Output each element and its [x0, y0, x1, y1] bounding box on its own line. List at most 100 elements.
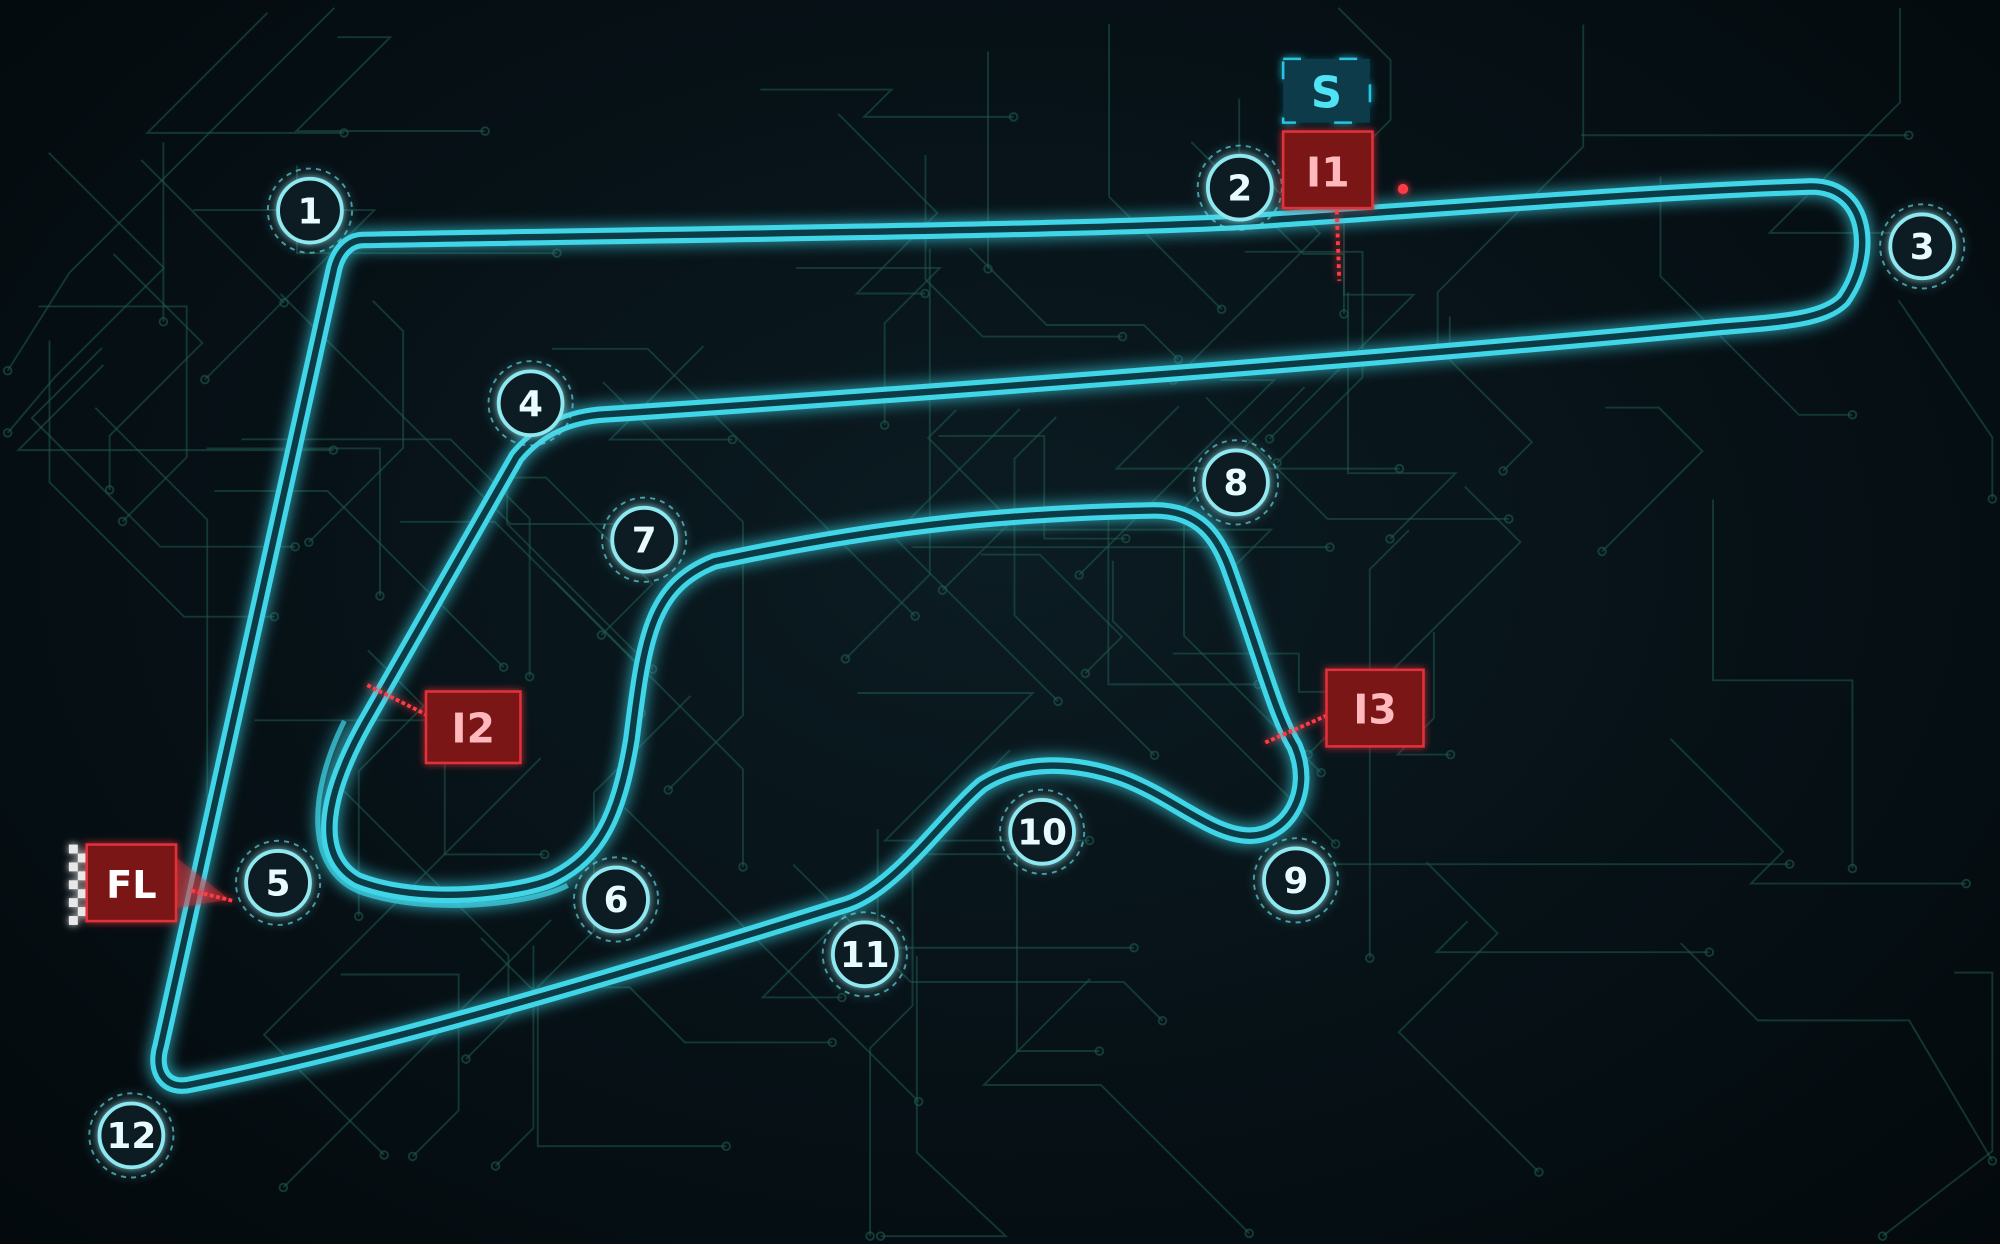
corner-marker-10[interactable]: 10: [999, 788, 1086, 875]
sector-marker-i2[interactable]: I2: [366, 683, 522, 765]
corner-number: 1: [298, 191, 323, 232]
circuit-node: [304, 537, 314, 548]
circuit-node: [104, 485, 115, 495]
corner-number: 4: [518, 384, 543, 425]
circuit-node: [1987, 1156, 1998, 1166]
sector-marker-i1[interactable]: I1: [1281, 130, 1409, 281]
circuit-node: [375, 591, 385, 601]
circuit-node: [328, 445, 339, 455]
circuit-node: [407, 1151, 418, 1162]
circuit-trace: [857, 692, 1090, 842]
circuit-node: [1173, 354, 1184, 365]
circuit-trace: [1111, 560, 1337, 845]
corner-number: 12: [107, 1116, 157, 1157]
corner-marker-4[interactable]: 4: [487, 360, 574, 447]
circuit-node: [727, 434, 738, 445]
circuit-trace: [94, 407, 209, 845]
circuit-trace: [1114, 405, 1400, 470]
circuit-node: [2, 428, 13, 438]
circuit-node: [480, 126, 490, 136]
circuit-node: [1903, 130, 1914, 141]
circuit-node: [461, 1054, 471, 1064]
circuit-node: [1117, 331, 1128, 342]
circuit-node: [596, 630, 607, 640]
circuit-trace: [1881, 971, 1994, 1237]
circuit-node: [913, 1096, 924, 1107]
corner-number: 11: [840, 935, 890, 976]
circuit-trace: [1244, 250, 1364, 464]
circuit-node: [920, 288, 930, 299]
corner-marker-8[interactable]: 8: [1192, 439, 1280, 526]
circuit-node: [200, 374, 210, 385]
circuit-trace: [262, 757, 542, 1156]
circuit-trace: [880, 956, 1009, 1238]
circuit-node: [1244, 1228, 1255, 1239]
circuit-trace: [552, 578, 744, 867]
circuit-node: [279, 298, 289, 308]
circuit-trace: [1347, 292, 1458, 540]
corner-marker-11[interactable]: 11: [821, 911, 908, 998]
circuit-trace: [308, 300, 405, 543]
circuit-node: [1504, 514, 1514, 524]
circuit-trace: [140, 159, 285, 304]
circuit-node: [1987, 494, 1998, 504]
circuit-trace: [6, 152, 166, 434]
circuit-node: [1877, 1231, 1888, 1241]
circuit-node: [1008, 112, 1019, 122]
circuit-node: [1534, 1167, 1544, 1177]
circuit-trace: [891, 408, 1059, 702]
sector-marker-i3[interactable]: I3: [1264, 668, 1425, 748]
corner-marker-3[interactable]: 3: [1879, 203, 1966, 290]
start-marker[interactable]: S: [1281, 57, 1372, 124]
corner-marker-2[interactable]: 2: [1196, 144, 1283, 231]
corner-number: 3: [1910, 227, 1935, 268]
circuit-trace: [942, 528, 1274, 574]
corner-marker-1[interactable]: 1: [266, 167, 353, 254]
circuit-node: [1074, 570, 1084, 580]
corner-marker-12[interactable]: 12: [88, 1092, 175, 1179]
circuit-trace: [494, 945, 535, 1167]
track-runoff-line: [315, 719, 569, 908]
circuit-node: [2, 365, 13, 376]
circuit-trace: [282, 919, 552, 1189]
corner-marker-7[interactable]: 7: [601, 496, 688, 583]
circuit-node: [290, 541, 300, 552]
circuit-trace: [899, 853, 1100, 1053]
circuit-node: [524, 671, 535, 682]
circuit-trace: [1205, 396, 1509, 520]
circuit-node: [1084, 835, 1095, 846]
corner-marker-6[interactable]: 6: [573, 856, 660, 943]
circuit-node: [865, 1231, 875, 1241]
i2-label: I2: [451, 705, 495, 753]
circuit-node: [339, 128, 349, 138]
circuit-trace: [607, 345, 733, 441]
circuit-trace: [16, 364, 334, 452]
finish-line-marker[interactable]: FL: [68, 843, 233, 925]
corner-number: 7: [632, 520, 657, 561]
corner-marker-9[interactable]: 9: [1252, 837, 1339, 924]
circuit-trace: [1436, 24, 1585, 348]
fl-label: FL: [106, 863, 157, 908]
corner-number: 6: [604, 880, 629, 921]
circuit-node: [1445, 749, 1456, 760]
circuit-node: [1330, 839, 1341, 849]
circuit-trace: [254, 719, 545, 856]
circuit-trace: [837, 113, 939, 295]
circuit-trace: [145, 12, 345, 134]
circuit-trace: [339, 786, 510, 1010]
circuit-trace: [1601, 406, 1704, 553]
corner-number: 9: [1283, 861, 1308, 902]
circuit-trace: [602, 381, 744, 791]
circuit-node: [1316, 767, 1326, 778]
circuit-node: [1364, 953, 1375, 963]
circuit-trace: [241, 438, 531, 677]
circuit-node: [1961, 878, 1971, 889]
circuit-node: [1157, 1015, 1168, 1026]
circuit-trace: [1897, 299, 1994, 499]
circuit-node: [1704, 947, 1715, 957]
corner-marker-5[interactable]: 5: [235, 839, 322, 926]
circuit-node: [379, 1150, 389, 1160]
circuit-trace: [480, 937, 727, 1148]
race-track: [150, 178, 1871, 1094]
